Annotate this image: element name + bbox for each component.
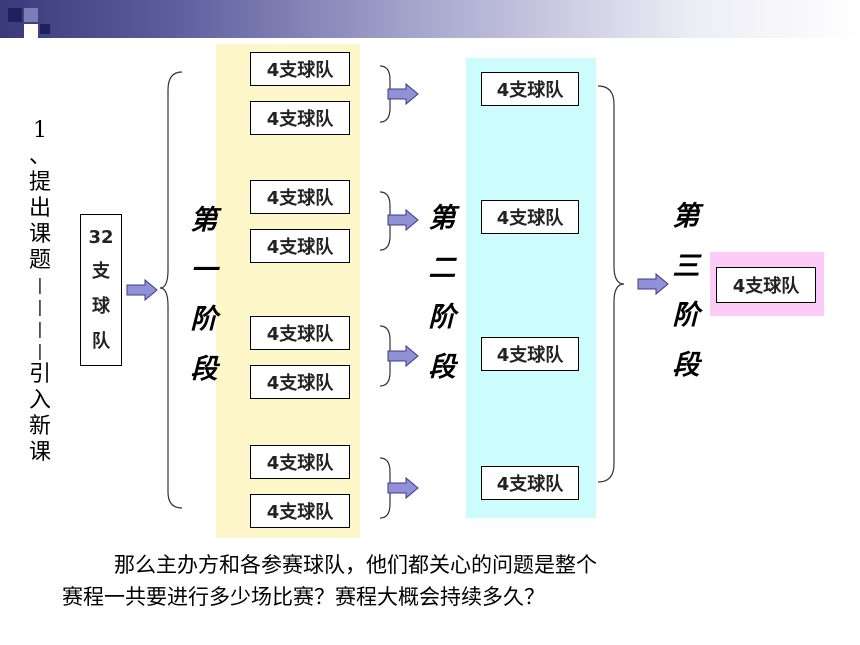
header-square <box>8 8 22 22</box>
stage3-label-char: 第 <box>672 201 700 232</box>
question-line-1: 那么主办方和各参赛球队，他们都关心的问题是整个 <box>114 553 597 577</box>
stage1-label-char: 第 <box>190 205 218 236</box>
stage3-label: 第三阶段 <box>670 194 702 382</box>
left-title: 1 、提出课题||||引入新课 <box>26 118 54 466</box>
arrow-icon <box>387 83 419 105</box>
stage2-team-box: 4支球队 <box>481 200 579 234</box>
stage1-team-box: 4支球队 <box>250 365 350 399</box>
stage2-label-char: 段 <box>428 351 456 383</box>
arrow-icon <box>387 477 419 499</box>
left-title-chars: 、提出课题||||引入新课 <box>26 144 54 466</box>
header-strip <box>0 0 860 38</box>
stage2-label-char: 阶 <box>428 302 456 334</box>
stage3-label-char: 三 <box>672 250 700 282</box>
arrow-icon <box>387 345 419 367</box>
start-box-line: 球 <box>92 295 110 317</box>
stage1-team-box: 4支球队 <box>250 229 350 263</box>
left-title-char: 新 <box>28 414 51 439</box>
stage3-label-char: 阶 <box>672 300 700 332</box>
question-text: 那么主办方和各参赛球队，他们都关心的问题是整个 赛程一共要进行多少场比赛？赛程大… <box>62 549 822 613</box>
stage2-label: 第二阶段 <box>426 196 458 384</box>
start-box-line: 支 <box>92 261 110 283</box>
stage2-team-box: 4支球队 <box>481 337 579 371</box>
stage1-team-box: 4支球队 <box>250 494 350 528</box>
left-title-char: 课 <box>28 440 51 465</box>
question-line-2: 赛程一共要进行多少场比赛？赛程大概会持续多久？ <box>62 585 545 609</box>
stage2-label-char: 二 <box>428 252 456 284</box>
stage2-team-box: 4支球队 <box>481 466 579 500</box>
stage1-team-box: 4支球队 <box>250 101 350 135</box>
left-title-char: 提 <box>28 170 51 195</box>
stage1-team-box: 4支球队 <box>250 316 350 350</box>
header-square <box>24 24 38 38</box>
stage1-team-box: 4支球队 <box>250 52 350 86</box>
left-title-char: 入 <box>28 388 51 413</box>
left-title-char: | <box>37 297 43 316</box>
stage1-label-char: 阶 <box>190 304 218 336</box>
left-title-char: 出 <box>28 196 51 221</box>
left-title-char: 题 <box>28 248 51 273</box>
stage2-background <box>466 58 596 518</box>
left-title-char: | <box>37 275 43 294</box>
left-title-number: 1 <box>33 118 47 143</box>
stage2-brace <box>597 85 625 483</box>
left-title-char: 引 <box>28 362 51 387</box>
arrow-icon <box>637 273 669 295</box>
stage1-label: 第一阶段 <box>188 198 220 386</box>
header-square <box>24 8 38 22</box>
stage1-team-box: 4支球队 <box>250 180 350 214</box>
arrow-icon <box>387 209 419 231</box>
stage2-team-box: 4支球队 <box>481 72 579 106</box>
stage3-label-char: 段 <box>672 349 700 381</box>
start-box-line: 队 <box>92 330 110 352</box>
left-title-char: 、 <box>28 144 51 169</box>
stage1-team-box: 4支球队 <box>250 445 350 479</box>
stage3-team-box: 4支球队 <box>716 267 816 303</box>
start-teams-box: 32 支球队 <box>80 214 122 366</box>
stage2-label-char: 第 <box>428 203 456 234</box>
stage1-brace <box>159 71 183 509</box>
left-title-char: | <box>37 319 43 338</box>
stage1-label-char: 一 <box>190 254 218 286</box>
left-title-char: | <box>37 341 43 360</box>
stage1-label-char: 段 <box>190 353 218 385</box>
header-square <box>40 24 50 34</box>
arrow-icon <box>126 279 158 301</box>
start-box-line: 32 <box>88 227 114 249</box>
left-title-char: 课 <box>28 222 51 247</box>
